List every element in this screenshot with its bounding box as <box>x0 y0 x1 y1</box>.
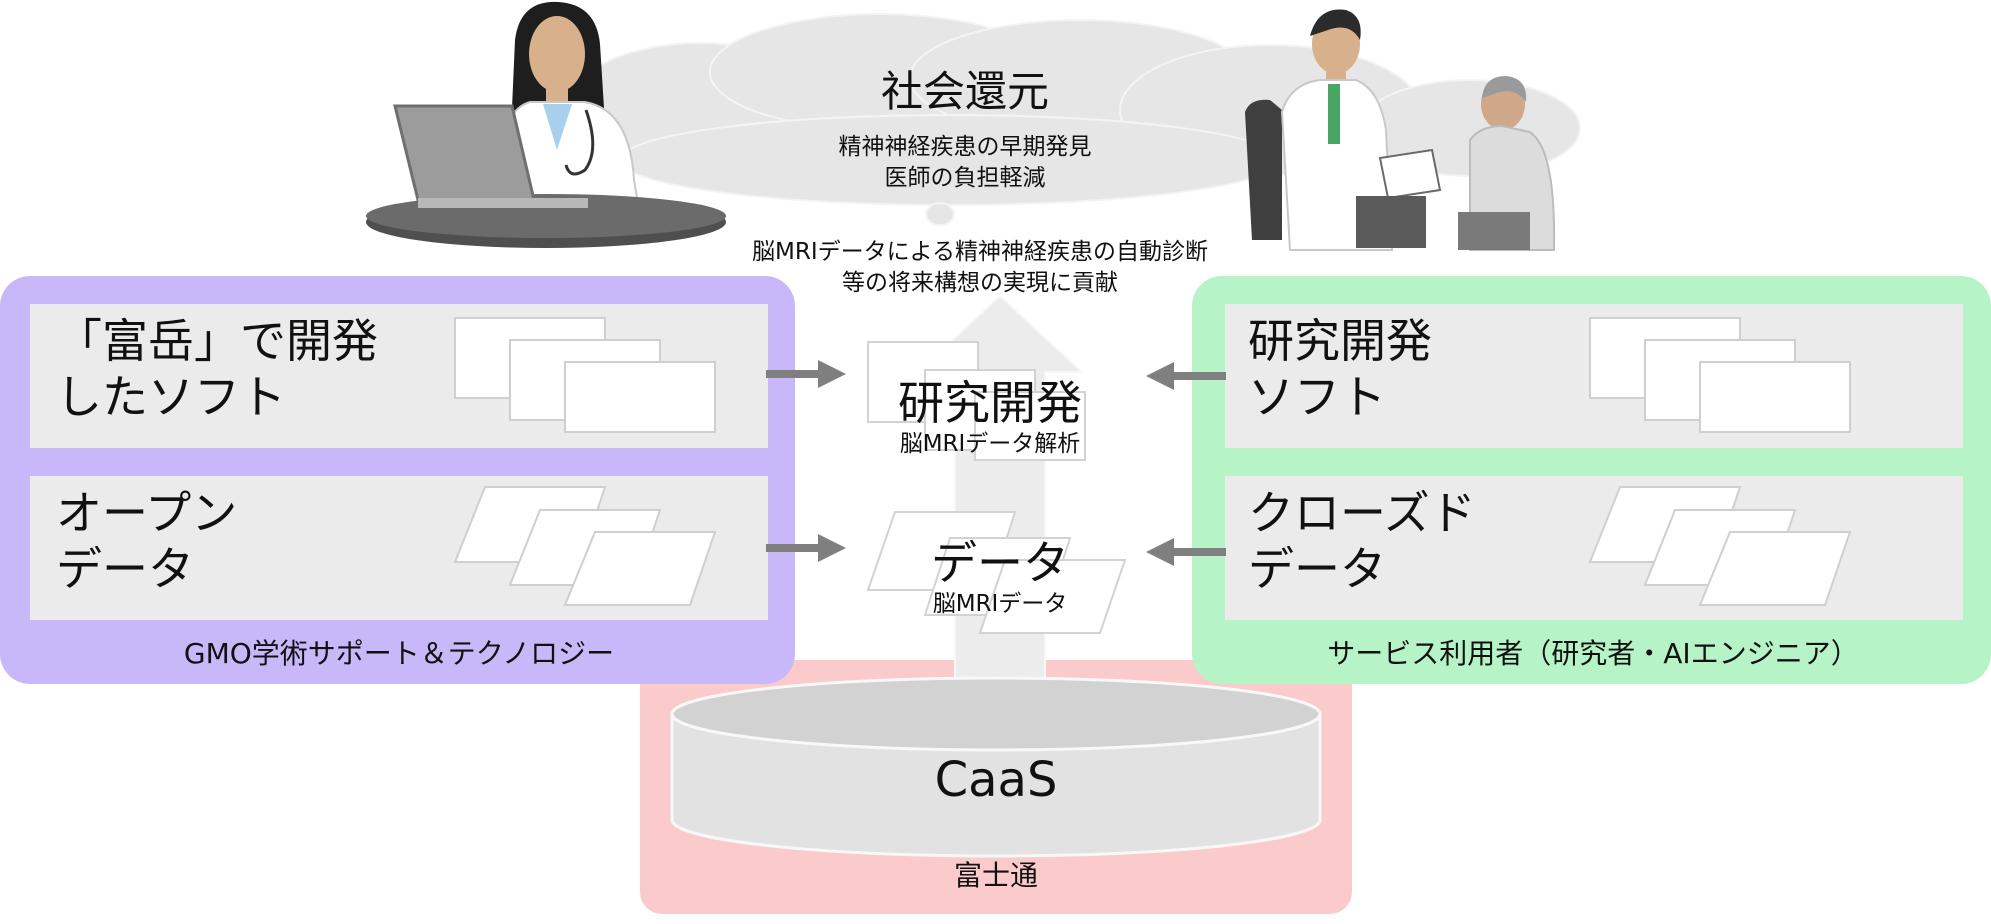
caas-label: CaaS <box>934 752 1058 808</box>
right-panel-label: サービス利用者（研究者・AIエンジニア） <box>1327 637 1859 670</box>
right-software-line1: 研究開発 <box>1248 314 1432 368</box>
male-doctor-patient-illustration <box>1245 9 1556 251</box>
arrow-left-software-to-research <box>766 360 846 388</box>
cloud-line2: 医師の負担軽減 <box>884 165 1046 191</box>
center-data-sheets-icon <box>866 511 1127 634</box>
center-data-title: データ <box>931 536 1069 590</box>
arrow-right-data-to-data <box>1146 538 1226 566</box>
center-research-sub: 脳MRIデータ解析 <box>899 431 1081 457</box>
right-software-documents-icon <box>1589 317 1851 433</box>
right-software-line2: ソフト <box>1248 370 1386 424</box>
right-closeddata-line2: データ <box>1248 542 1386 596</box>
arrow-left-data-to-data <box>766 534 846 562</box>
left-opendata-sheets-icon <box>453 486 717 606</box>
center-research-title: 研究開発 <box>898 376 1082 430</box>
female-doctor-illustration <box>366 1 726 248</box>
left-software-line2: したソフト <box>56 370 286 424</box>
cloud-title: 社会還元 <box>880 67 1049 116</box>
arrows <box>766 360 1226 566</box>
center-data-sub: 脳MRIデータ <box>932 591 1068 617</box>
center-research-documents-icon <box>867 341 1086 461</box>
arrow-right-software-to-research <box>1146 362 1226 390</box>
left-opendata-line1: オープン <box>56 486 238 540</box>
fujitsu-label: 富士通 <box>953 859 1038 892</box>
cloud-line1: 精神神経疾患の早期発見 <box>838 134 1092 160</box>
left-opendata-line2: データ <box>56 542 194 596</box>
left-panel-label: GMO学術サポート＆テクノロジー <box>183 637 615 670</box>
left-software-line1: 「富岳」で開発 <box>56 314 378 368</box>
right-closeddata-line1: クローズド <box>1248 486 1476 540</box>
contribution-line1: 脳MRIデータによる精神神経疾患の自動診断 <box>752 239 1208 265</box>
caas-cylinder <box>670 676 1322 858</box>
right-closeddata-sheets-icon <box>1588 486 1852 606</box>
contribution-line2: 等の将来構想の実現に貢献 <box>842 270 1118 296</box>
left-software-documents-icon <box>454 317 716 433</box>
